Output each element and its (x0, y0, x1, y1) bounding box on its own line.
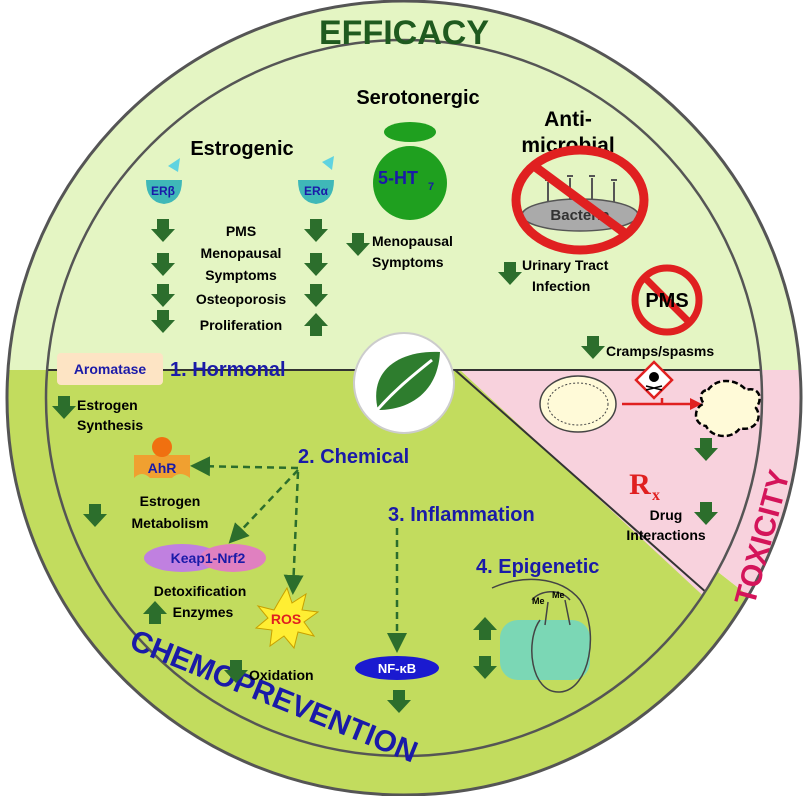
chem-to-keap-arrow (228, 469, 299, 544)
inner-border (44, 38, 764, 758)
toxicity-red-arrow (622, 398, 690, 406)
cramps-label: Cramps/spasms (606, 343, 714, 359)
er-beta-receptor (146, 158, 182, 204)
no-pms-icon (631, 264, 703, 336)
leaf-icon (353, 332, 455, 434)
estrogen-synth-2: Synthesis (77, 417, 143, 433)
sero-effect-2: Symptoms (372, 254, 444, 270)
nucleosome-icon (491, 578, 592, 693)
hormonal-title: 1. Hormonal (170, 359, 286, 381)
uti-label-1: Urinary Tract (522, 257, 609, 273)
outer-border (5, 0, 803, 796)
estrogen-synth-1: Estrogen (77, 397, 138, 413)
cell-icon (539, 375, 617, 433)
rx-label: R (629, 468, 651, 501)
drug-label-1: Drug (650, 507, 683, 523)
epigenetic-title: 4. Epigenetic (476, 556, 599, 578)
aromatase-box (57, 353, 163, 385)
antimicrobial-title-1: Anti- (544, 108, 592, 131)
er-beta-label: ERβ (151, 184, 175, 198)
damaged-cell-icon (694, 379, 761, 438)
estro-effect-4: Proliferation (200, 317, 282, 333)
pms-label: PMS (645, 290, 688, 312)
estrogenic-title: Estrogenic (190, 138, 293, 160)
estrogen-metab-2: Metabolism (131, 515, 208, 531)
estro-effect-0: PMS (226, 223, 256, 239)
efficacy-title: EFFICACY (319, 14, 489, 52)
5ht7-subscript: 7 (428, 181, 434, 193)
detox-2: Enzymes (173, 604, 234, 620)
chemical-title: 2. Chemical (298, 446, 409, 468)
ahr-label: AhR (148, 460, 177, 476)
ahr-receptor (134, 437, 190, 478)
rx-subscript: x (652, 487, 660, 504)
nfkb-oval (355, 656, 439, 680)
estro-effect-2: Symptoms (205, 267, 277, 283)
chem-to-ros-arrow (283, 471, 304, 595)
estro-effect-1: Menopausal (201, 245, 282, 261)
detox-1: Detoxification (154, 583, 247, 599)
estro-effect-3: Osteoporosis (196, 291, 286, 307)
keap1-nrf2-protein (144, 544, 266, 572)
5ht7-receptor (373, 122, 447, 220)
ros-label: ROS (271, 611, 301, 627)
serotonergic-title: Serotonergic (356, 87, 479, 109)
er-alpha-receptor (298, 156, 334, 204)
5ht7-label: 5-HT (378, 168, 418, 188)
ros-burst-icon (254, 586, 320, 650)
estrogen-metab-1: Estrogen (140, 493, 201, 509)
oxidation-label: Oxidation (249, 667, 314, 683)
er-alpha-label: ERα (304, 184, 329, 198)
sero-effect-1: Menopausal (372, 233, 453, 249)
inflammation-title: 3. Inflammation (388, 504, 535, 526)
keap-label: Keap1-Nrf2 (171, 550, 246, 566)
me-label-1: Me (532, 596, 545, 606)
drug-label-2: Interactions (626, 527, 706, 543)
hazard-skull-icon (634, 360, 674, 400)
no-bacteria-icon (511, 145, 649, 255)
nfkb-label: NF-κB (378, 661, 416, 676)
chem-to-ahr-arrow (190, 456, 299, 477)
uti-label-2: Infection (532, 278, 590, 294)
me-label-2: Me (552, 590, 565, 600)
aromatase-label: Aromatase (74, 361, 147, 377)
